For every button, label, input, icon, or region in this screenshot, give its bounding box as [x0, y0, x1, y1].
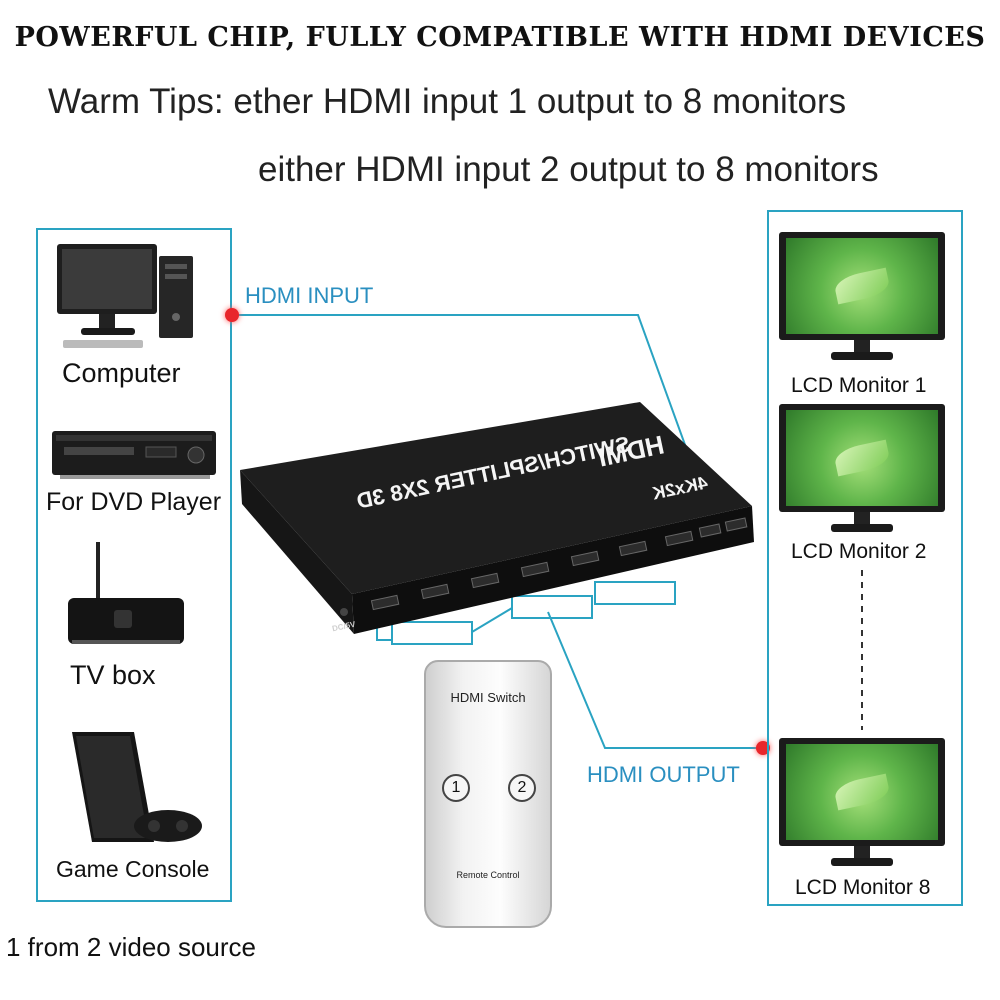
- warm-tips-line-2: either HDMI input 2 output to 8 monitors: [258, 150, 879, 189]
- lcd-monitor-8: [779, 738, 945, 868]
- leaf-wallpaper-icon: [832, 439, 892, 477]
- hdmi-output-label: HDMI OUTPUT: [587, 762, 740, 787]
- source-panel: [36, 228, 232, 902]
- remote-title: HDMI Switch: [450, 690, 526, 705]
- source-label-game-console: Game Console: [56, 856, 210, 882]
- footer-note: 1 from 2 video source: [6, 932, 257, 962]
- monitor-panel: [767, 210, 963, 906]
- source-label-tv-box: TV box: [70, 660, 156, 690]
- source-label-dvd-player: For DVD Player: [46, 488, 222, 516]
- lcd-monitor-2: [779, 404, 945, 534]
- input-connection-dot: [225, 308, 239, 322]
- hdmi-input-label: HDMI INPUT: [245, 283, 374, 308]
- monitor-label-8: LCD Monitor 8: [795, 876, 931, 899]
- output-connection-dot: [756, 741, 770, 755]
- monitor-label-1: LCD Monitor 1: [791, 374, 927, 397]
- leaf-wallpaper-icon: [832, 773, 892, 811]
- remote-footer: Remote Control: [456, 870, 520, 880]
- monitor-label-2: LCD Monitor 2: [791, 540, 927, 563]
- warm-tips-line-1: Warm Tips: ether HDMI input 1 output to …: [48, 82, 847, 121]
- hdmi-switch-device: SWITCH/SPLITTER 2X8 3D HDMI 4Kx2K DC/5V: [236, 398, 756, 638]
- remote-button-2[interactable]: 2: [508, 774, 536, 802]
- lcd-monitor-1: [779, 232, 945, 362]
- leaf-wallpaper-icon: [832, 267, 892, 305]
- game-console-icon: [60, 722, 210, 846]
- headline: POWERFUL CHIP, FULLY COMPATIBLE WITH HDM…: [14, 22, 986, 53]
- dvd-player-icon: [50, 425, 220, 481]
- tv-box-icon: [62, 540, 192, 648]
- source-label-computer: Computer: [62, 358, 181, 388]
- computer-icon: [55, 242, 195, 354]
- remote-button-1[interactable]: 1: [442, 774, 470, 802]
- remote-control: HDMI Switch 1 2 Remote Control: [424, 660, 552, 928]
